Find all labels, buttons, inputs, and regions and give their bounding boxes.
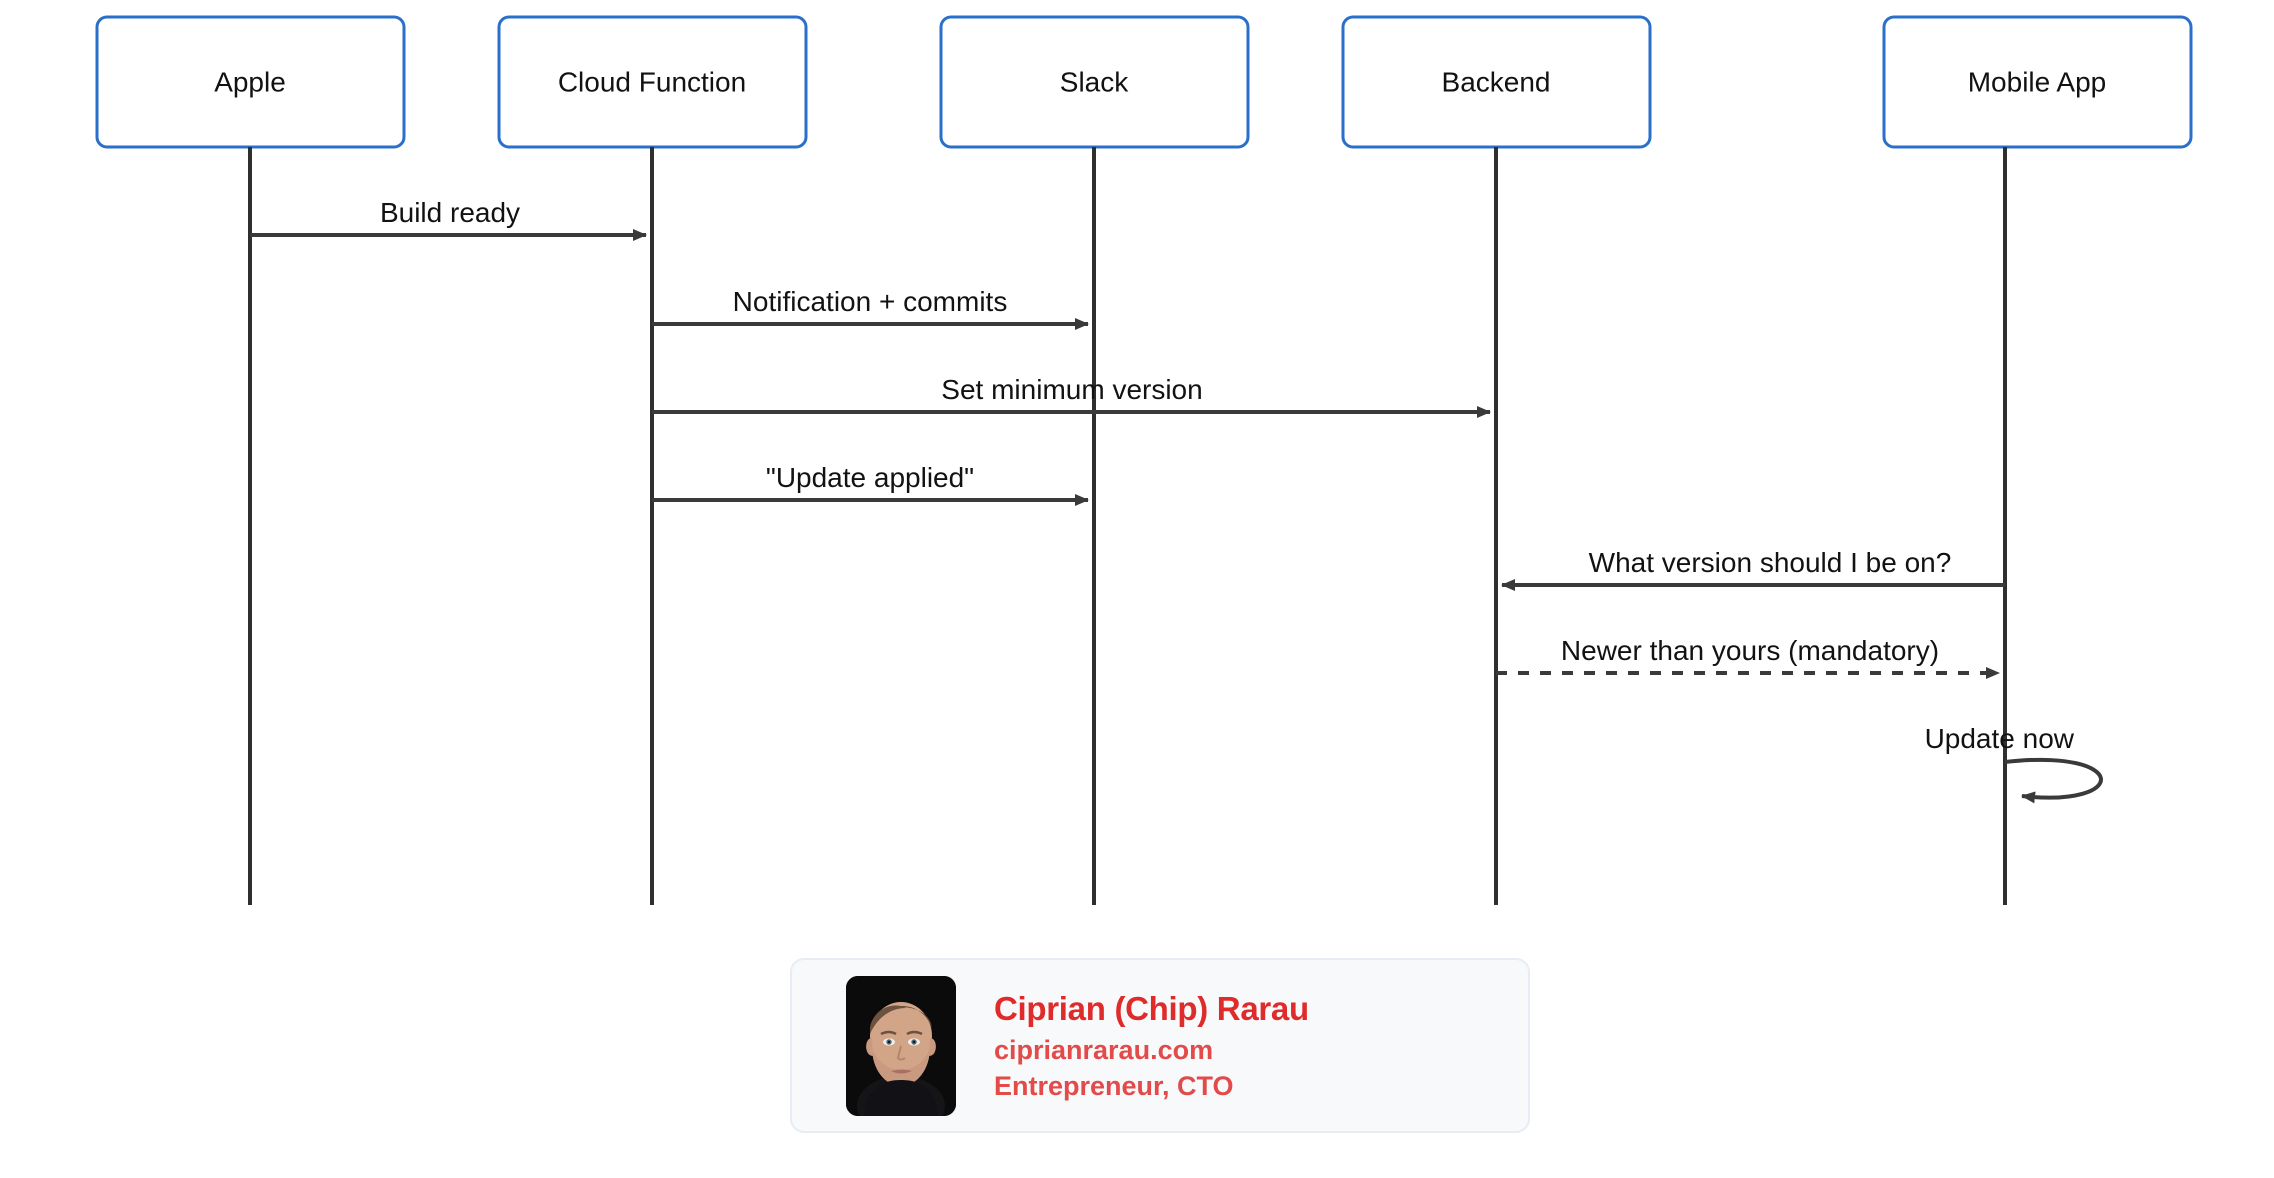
- message-what-version[interactable]: What version should I be on?: [1501, 547, 2005, 591]
- message-label-update-applied: "Update applied": [766, 462, 974, 493]
- participant-label-slack: Slack: [1060, 66, 1129, 97]
- message-build-ready[interactable]: Build ready: [250, 197, 647, 241]
- message-label-set-minimum-version: Set minimum version: [941, 374, 1202, 405]
- participant-label-backend: Backend: [1442, 66, 1551, 97]
- author-website[interactable]: ciprianrarau.com: [994, 1034, 1214, 1065]
- participant-label-apple: Apple: [214, 66, 286, 97]
- participant-label-cloud-function: Cloud Function: [558, 66, 746, 97]
- message-label-notification-commits: Notification + commits: [733, 286, 1008, 317]
- author-role: Entrepreneur, CTO: [994, 1070, 1234, 1101]
- participant-slack[interactable]: Slack: [939, 15, 1250, 149]
- author-details: Ciprian (Chip) Rarau ciprianrarau.com En…: [994, 992, 1309, 1100]
- participant-box-mobile-app[interactable]: [1882, 15, 2193, 149]
- avatar: [846, 975, 956, 1116]
- message-notification-commits[interactable]: Notification + commits: [652, 286, 1089, 330]
- message-label-build-ready: Build ready: [380, 197, 520, 228]
- participant-backend[interactable]: Backend: [1341, 15, 1652, 149]
- message-label-what-version: What version should I be on?: [1589, 547, 1952, 578]
- portrait-photo-icon: [846, 975, 956, 1116]
- message-arrow-update-now-self-loop: [2004, 757, 2103, 804]
- message-newer-than-yours[interactable]: Newer than yours (mandatory): [1496, 635, 2000, 679]
- participant-label-mobile-app: Mobile App: [1968, 66, 2107, 97]
- author-name: Ciprian (Chip) Rarau: [994, 989, 1309, 1027]
- message-label-update-now: Update now: [1925, 723, 2075, 754]
- author-card[interactable]: Ciprian (Chip) Rarau ciprianrarau.com En…: [790, 958, 1530, 1133]
- participant-cloud-function[interactable]: Cloud Function: [497, 15, 808, 149]
- message-update-applied[interactable]: "Update applied": [652, 462, 1089, 506]
- message-update-now[interactable]: Update now: [1925, 723, 2103, 804]
- message-set-minimum-version[interactable]: Set minimum version: [652, 374, 1491, 418]
- participant-mobile-app[interactable]: Mobile App: [1882, 15, 2193, 149]
- participant-apple[interactable]: Apple: [95, 15, 406, 149]
- message-label-newer-than-yours: Newer than yours (mandatory): [1561, 635, 1939, 666]
